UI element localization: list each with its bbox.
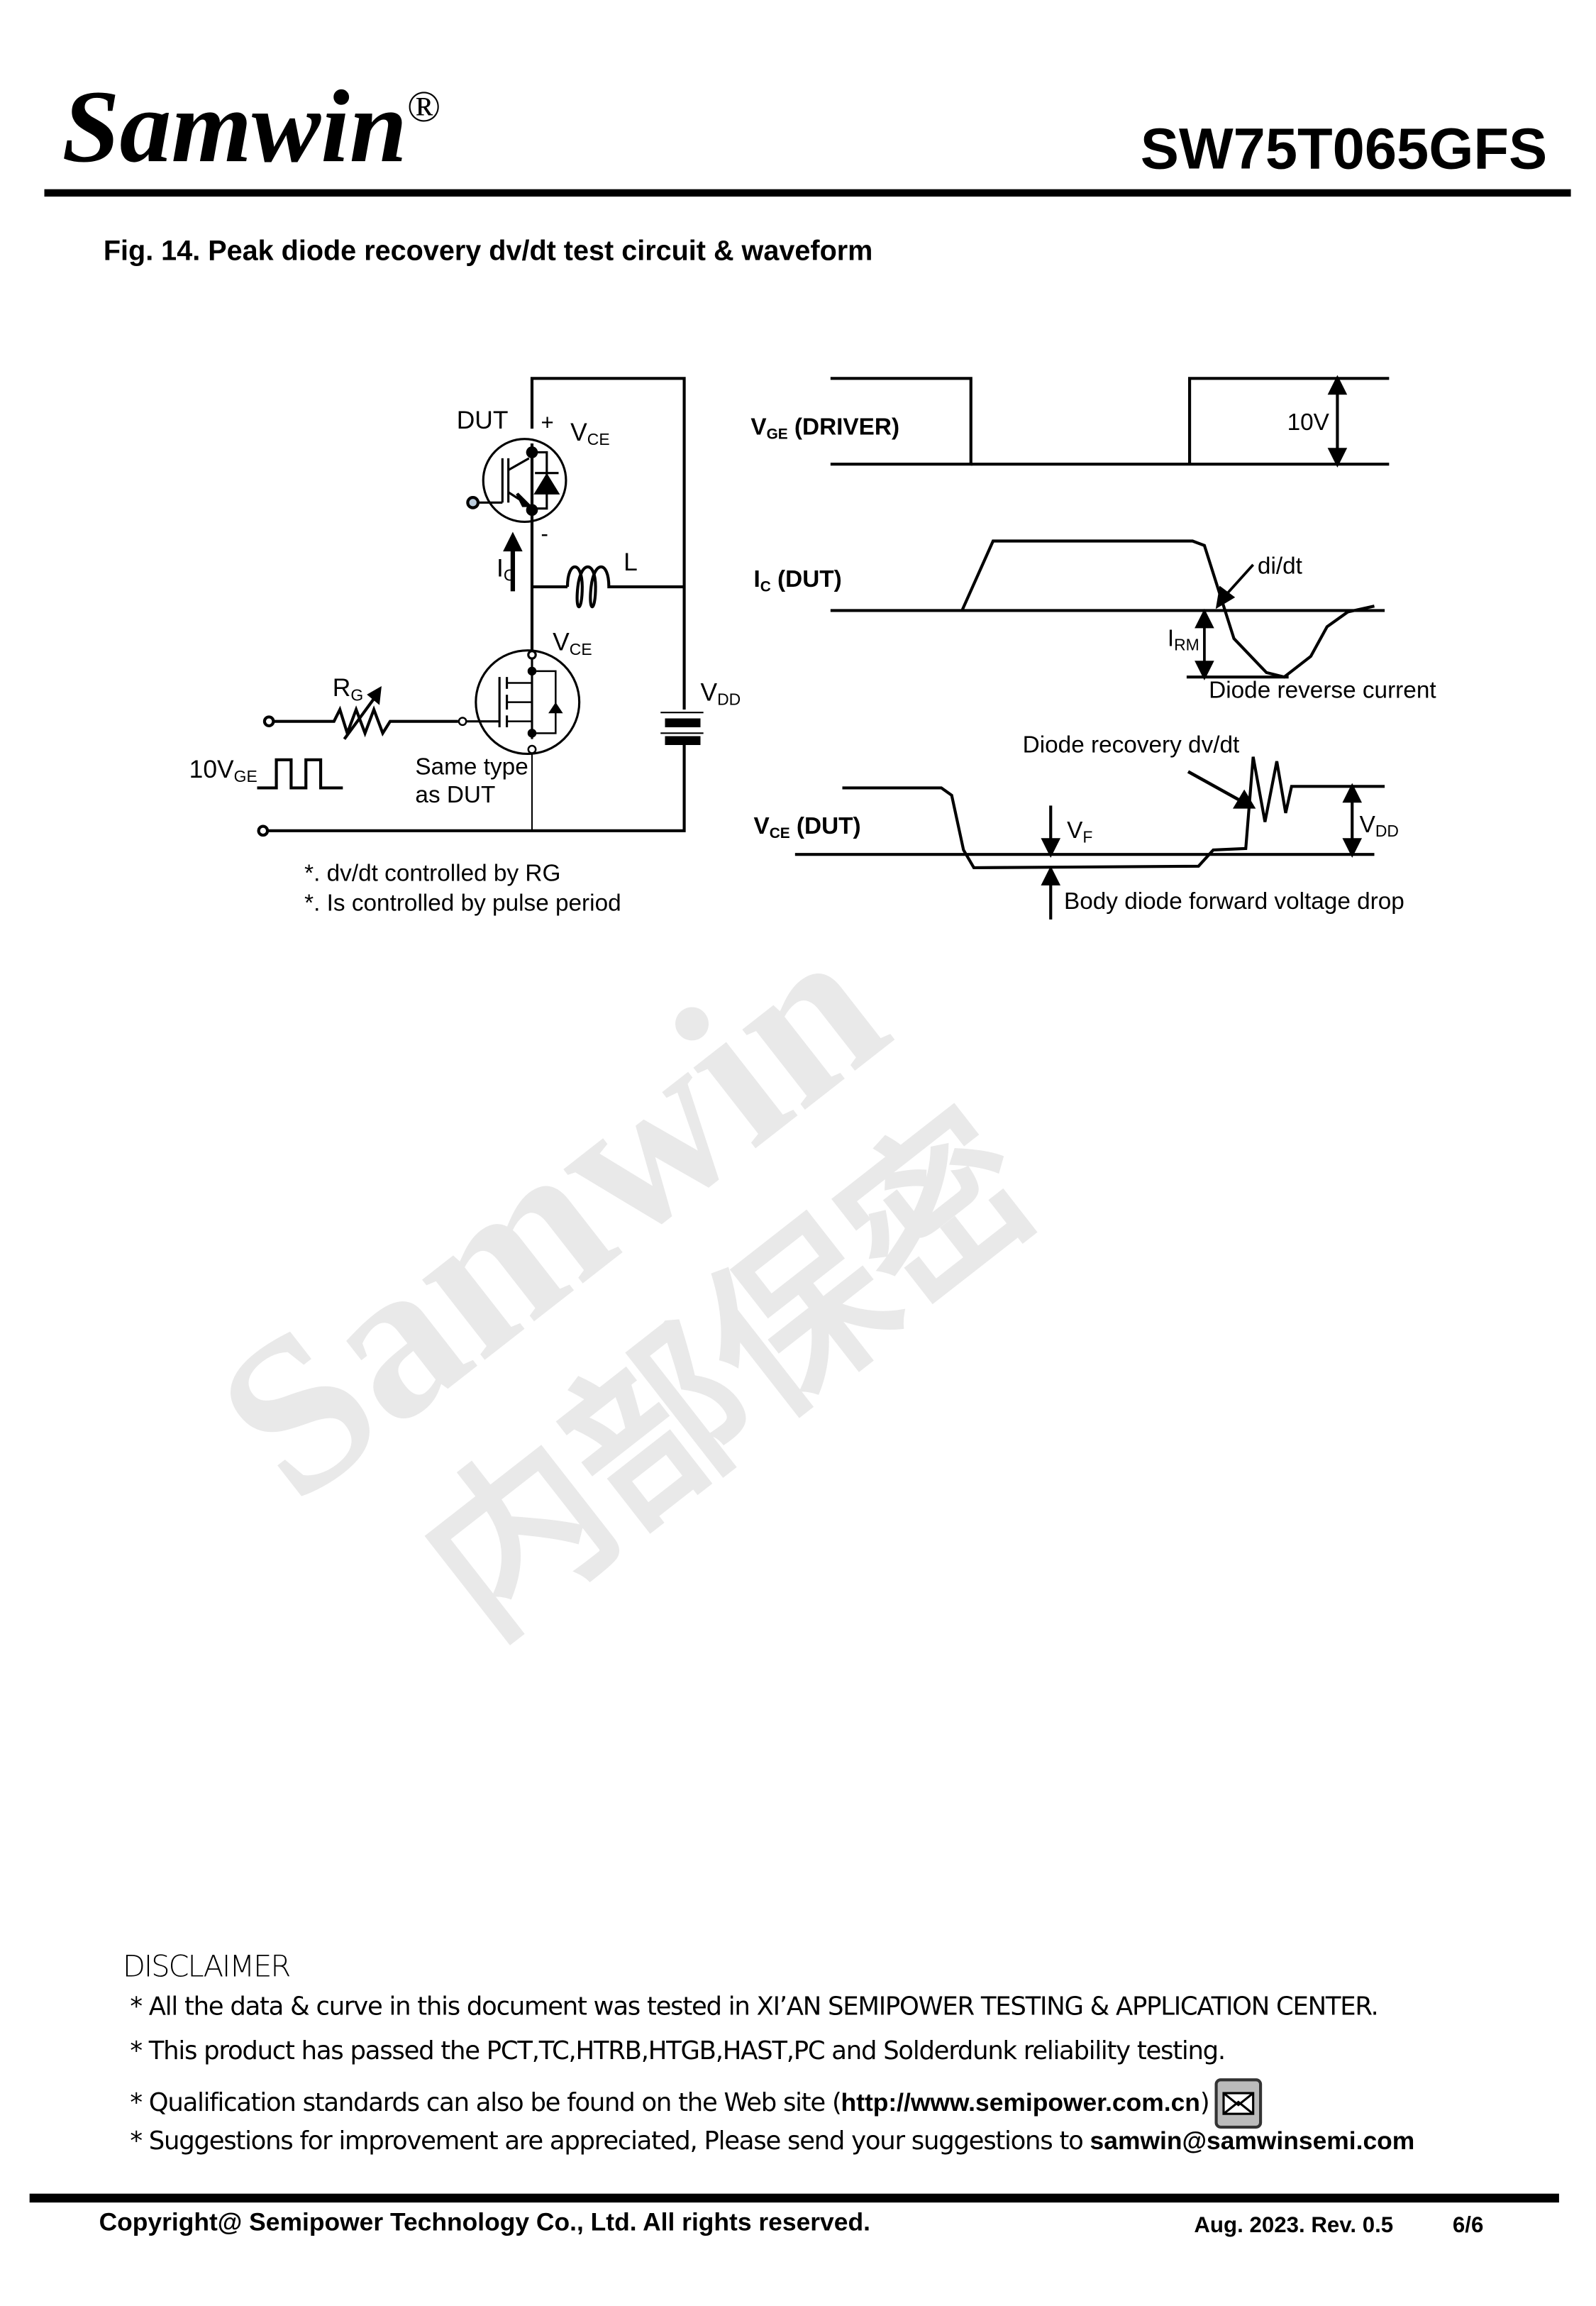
footer-divider	[29, 2193, 1559, 2203]
dvdt-arrow	[1187, 770, 1243, 803]
email-link[interactable]: samwin@samwinsemi.com	[1090, 2126, 1415, 2156]
disclaimer-line: * Qualification standards can also be fo…	[130, 2078, 1263, 2129]
inductor	[565, 565, 685, 609]
label-input: 10VGE	[189, 755, 257, 785]
waveforms	[794, 375, 1390, 920]
part-number: SW75T065GFS	[1140, 118, 1548, 182]
label-inductor: L	[624, 548, 638, 576]
envelope-icon[interactable]	[1214, 2078, 1263, 2129]
disclaimer-title: DISCLAIMER	[122, 1948, 291, 1984]
page-number: 6/6	[1452, 2212, 1484, 2239]
label-minus: -	[541, 521, 548, 546]
label-rg: RG	[333, 673, 363, 704]
note-is: *. Is controlled by pulse period	[304, 890, 621, 916]
label-vf: VF	[1067, 817, 1092, 846]
gate-resistor	[273, 705, 458, 738]
label-recovery-dvdt: Diode recovery dv/dt	[1023, 732, 1240, 758]
ic-waveform	[960, 539, 1375, 679]
label-same-type: Same type	[415, 754, 528, 780]
waveform-labels: VGE (DRIVER) 10V IC (DUT) di/dt IRM Diod…	[750, 409, 1436, 915]
wire-top	[530, 377, 686, 710]
disclaimer-line: * This product has passed the PCT,TC,HTR…	[130, 2036, 1226, 2067]
watermark: Samwin 内部保密	[174, 882, 1071, 1672]
battery	[665, 718, 701, 727]
label-irm: IRM	[1168, 625, 1199, 653]
copyright: Copyright@ Semipower Technology Co., Ltd…	[99, 2208, 870, 2237]
label-ic-dut: IC (DUT)	[753, 566, 841, 595]
wire-bottom	[265, 743, 686, 832]
ic-arrow	[503, 531, 523, 552]
disclaimer-line: * Suggestions for improvement are apprec…	[130, 2126, 1415, 2157]
terminal	[257, 824, 270, 837]
label-reverse-current: Diode reverse current	[1209, 677, 1436, 703]
dut-symbol	[482, 438, 567, 523]
label-vce-top: VCE	[570, 418, 609, 448]
label-vdd-wave: VDD	[1360, 812, 1399, 840]
logo-text: Samwin	[62, 70, 407, 185]
website-link[interactable]: http://www.semipower.com.cn	[841, 2088, 1200, 2117]
header-divider	[44, 189, 1571, 197]
didt-arrow	[1225, 563, 1255, 595]
vge-waveform	[830, 377, 972, 466]
figure-title: Fig. 14. Peak diode recovery dv/dt test …	[103, 236, 873, 268]
label-10v: 10V	[1287, 409, 1330, 436]
label-vge-driver: VGE (DRIVER)	[750, 414, 899, 442]
gate-terminal	[466, 495, 480, 509]
label-vdd: VDD	[700, 678, 741, 708]
note-dvdt: *. dv/dt controlled by RG	[304, 861, 560, 887]
label-didt: di/dt	[1258, 553, 1303, 579]
label-as-dut: as DUT	[415, 782, 495, 808]
vce-waveform	[842, 756, 1385, 870]
driver-symbol	[475, 649, 581, 756]
label-vce-bottom: VCE	[553, 628, 592, 658]
label-body-diode: Body diode forward voltage drop	[1064, 888, 1404, 915]
label-plus: +	[541, 410, 553, 435]
disclaimer-line: * All the data & curve in this document …	[130, 1992, 1378, 2022]
label-ic: IC	[497, 553, 515, 584]
pulse-symbol	[257, 758, 343, 790]
label-vce-dut: VCE (DUT)	[753, 813, 860, 842]
test-circuit	[257, 377, 704, 837]
date-revision: Aug. 2023. Rev. 0.5	[1194, 2212, 1394, 2239]
label-dut: DUT	[457, 406, 509, 434]
registered-mark: ®	[406, 82, 441, 132]
circuit-labels: DUT + - VCE IC L VCE VDD RG 10VGE Same t…	[189, 406, 741, 916]
samwin-logo: Samwin®	[62, 76, 441, 180]
